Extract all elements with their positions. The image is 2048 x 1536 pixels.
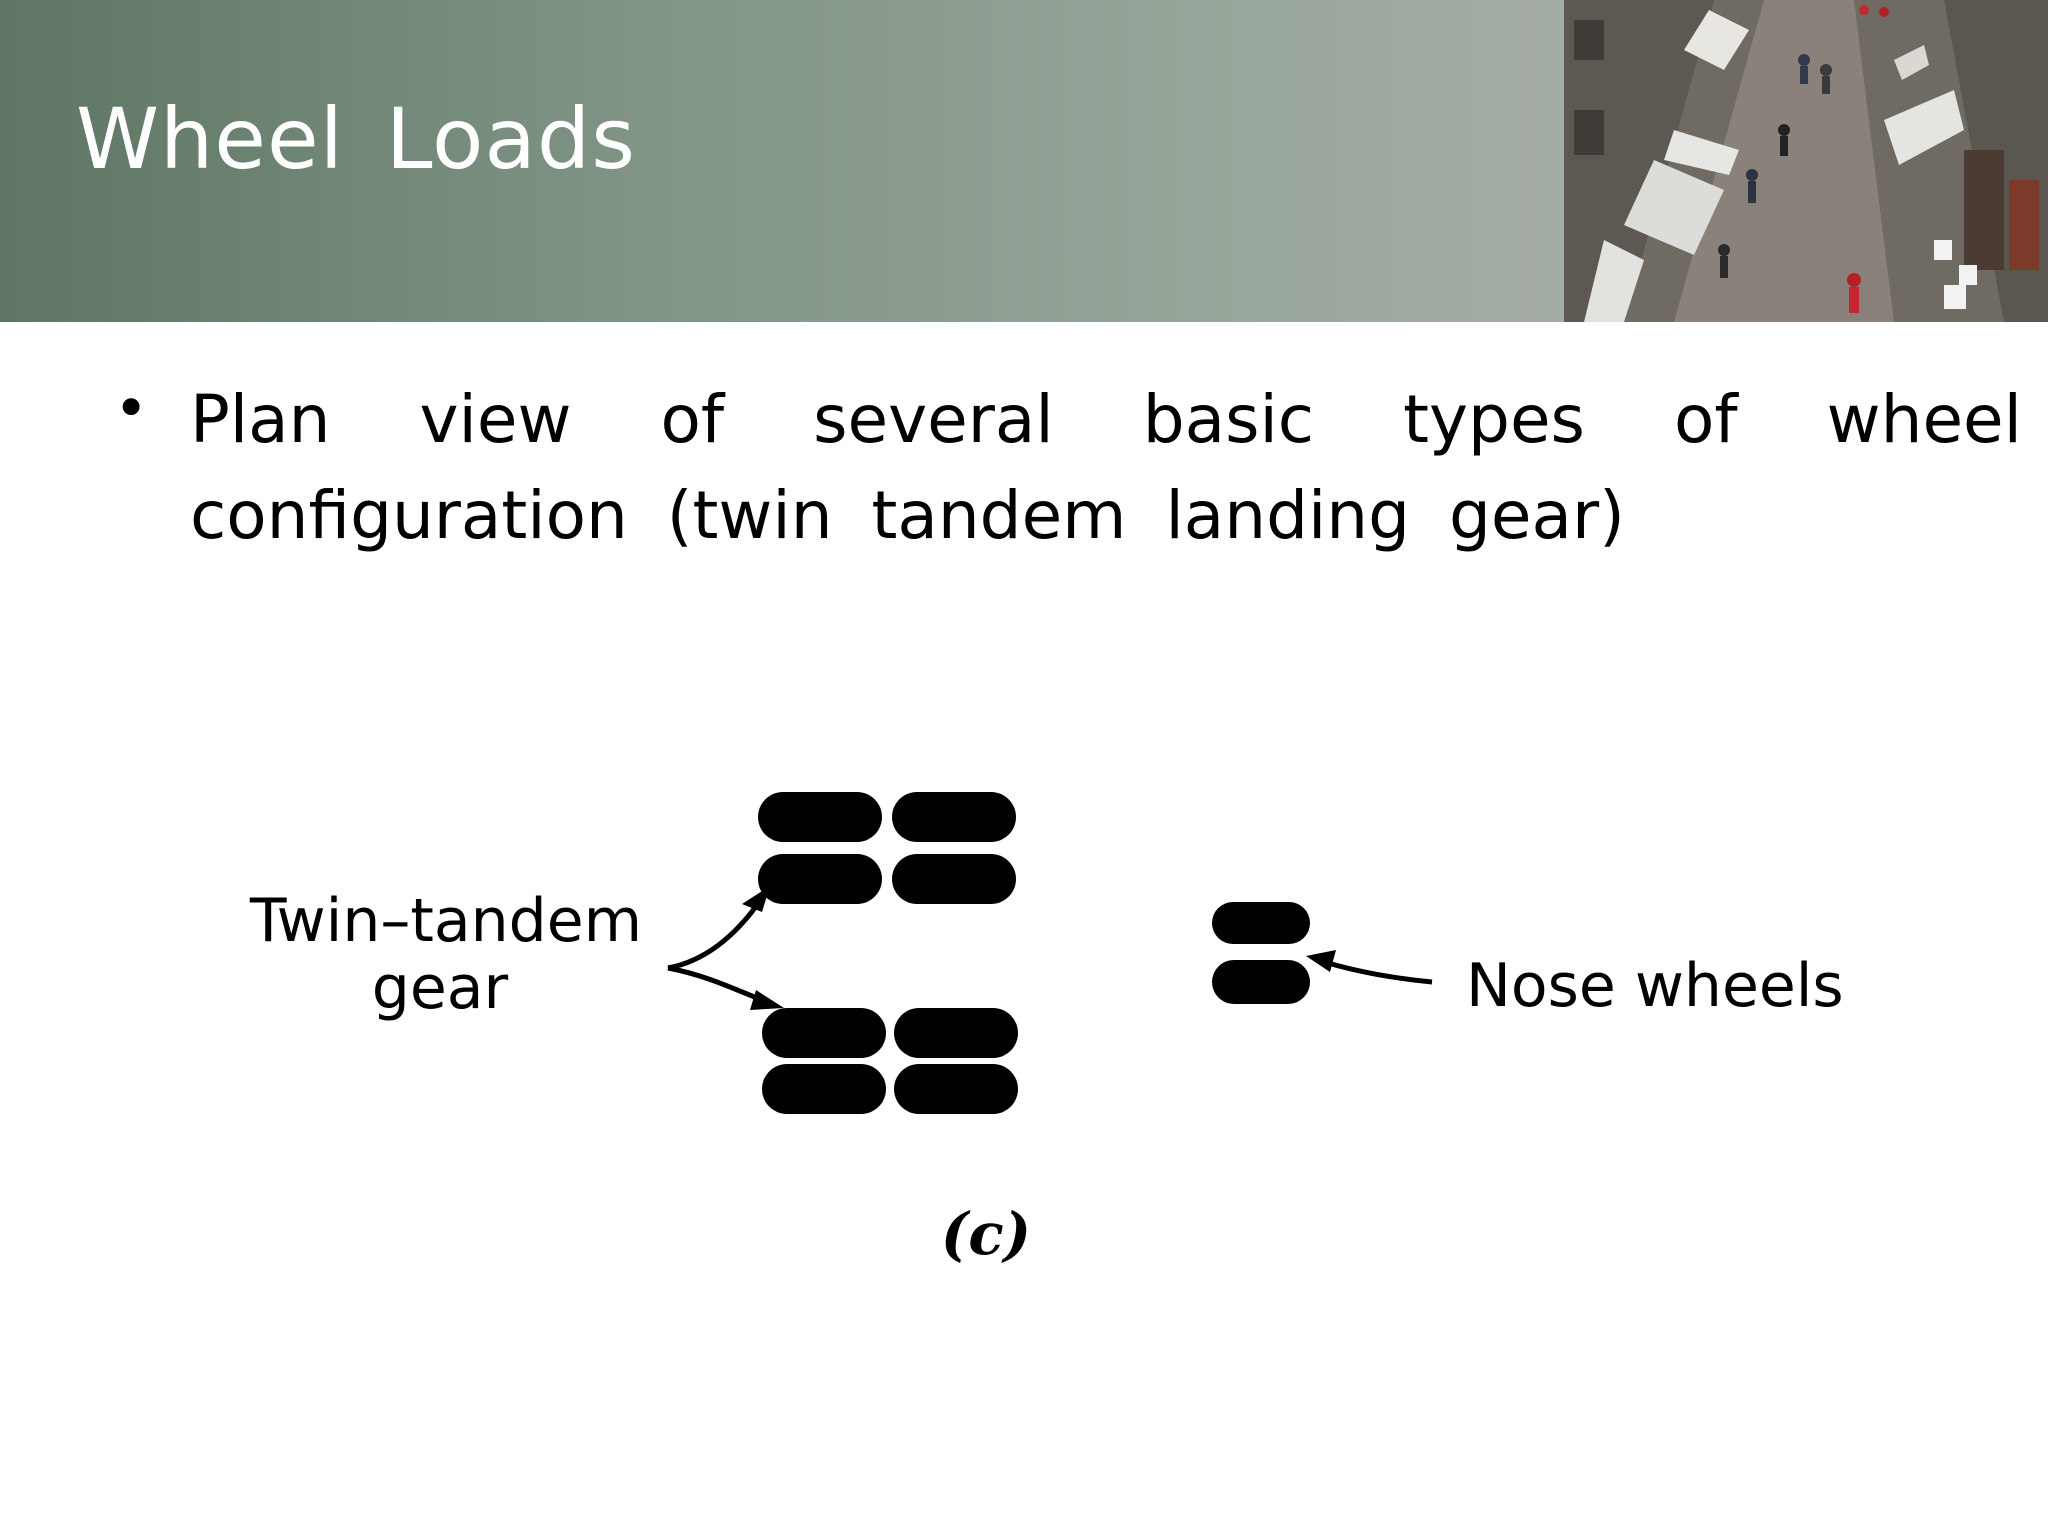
nose-wheel-rear <box>1212 960 1310 1004</box>
header-banner: Wheel Loads <box>0 0 2048 322</box>
arrow-to-upper-gear <box>667 896 765 971</box>
header-photo <box>1564 0 2048 322</box>
wheel-lower-left-front <box>762 1008 886 1058</box>
wheel-upper-right-front <box>892 792 1016 842</box>
slide-title: Wheel Loads <box>76 90 636 188</box>
arrow-to-nose-wheels <box>1317 957 1433 985</box>
street-scene-photo <box>1564 0 2048 322</box>
nose-wheel-front <box>1212 902 1310 944</box>
wheel-lower-right-rear <box>894 1064 1018 1114</box>
wheel-lower-right-front <box>894 1008 1018 1058</box>
wheel-upper-left-front <box>758 792 882 842</box>
arrowhead-lower <box>750 990 784 1010</box>
twin-tandem-label-line1: Twin–tandem <box>249 886 642 956</box>
bullet-text: Plan view of several basic types of whee… <box>190 381 2022 554</box>
wheel-upper-right-rear <box>892 854 1016 904</box>
wheel-lower-left-rear <box>762 1064 886 1114</box>
twin-tandem-label-line2: gear <box>372 953 509 1023</box>
bullet-marker: • <box>114 374 149 442</box>
figure-caption: (c) <box>941 1200 1031 1268</box>
arrow-to-lower-gear <box>667 965 773 1007</box>
nose-wheels-label: Nose wheels <box>1466 951 1844 1021</box>
wheel-upper-left-rear <box>758 854 882 904</box>
arrowhead-upper <box>742 886 770 912</box>
arrowhead-nose <box>1306 950 1336 972</box>
